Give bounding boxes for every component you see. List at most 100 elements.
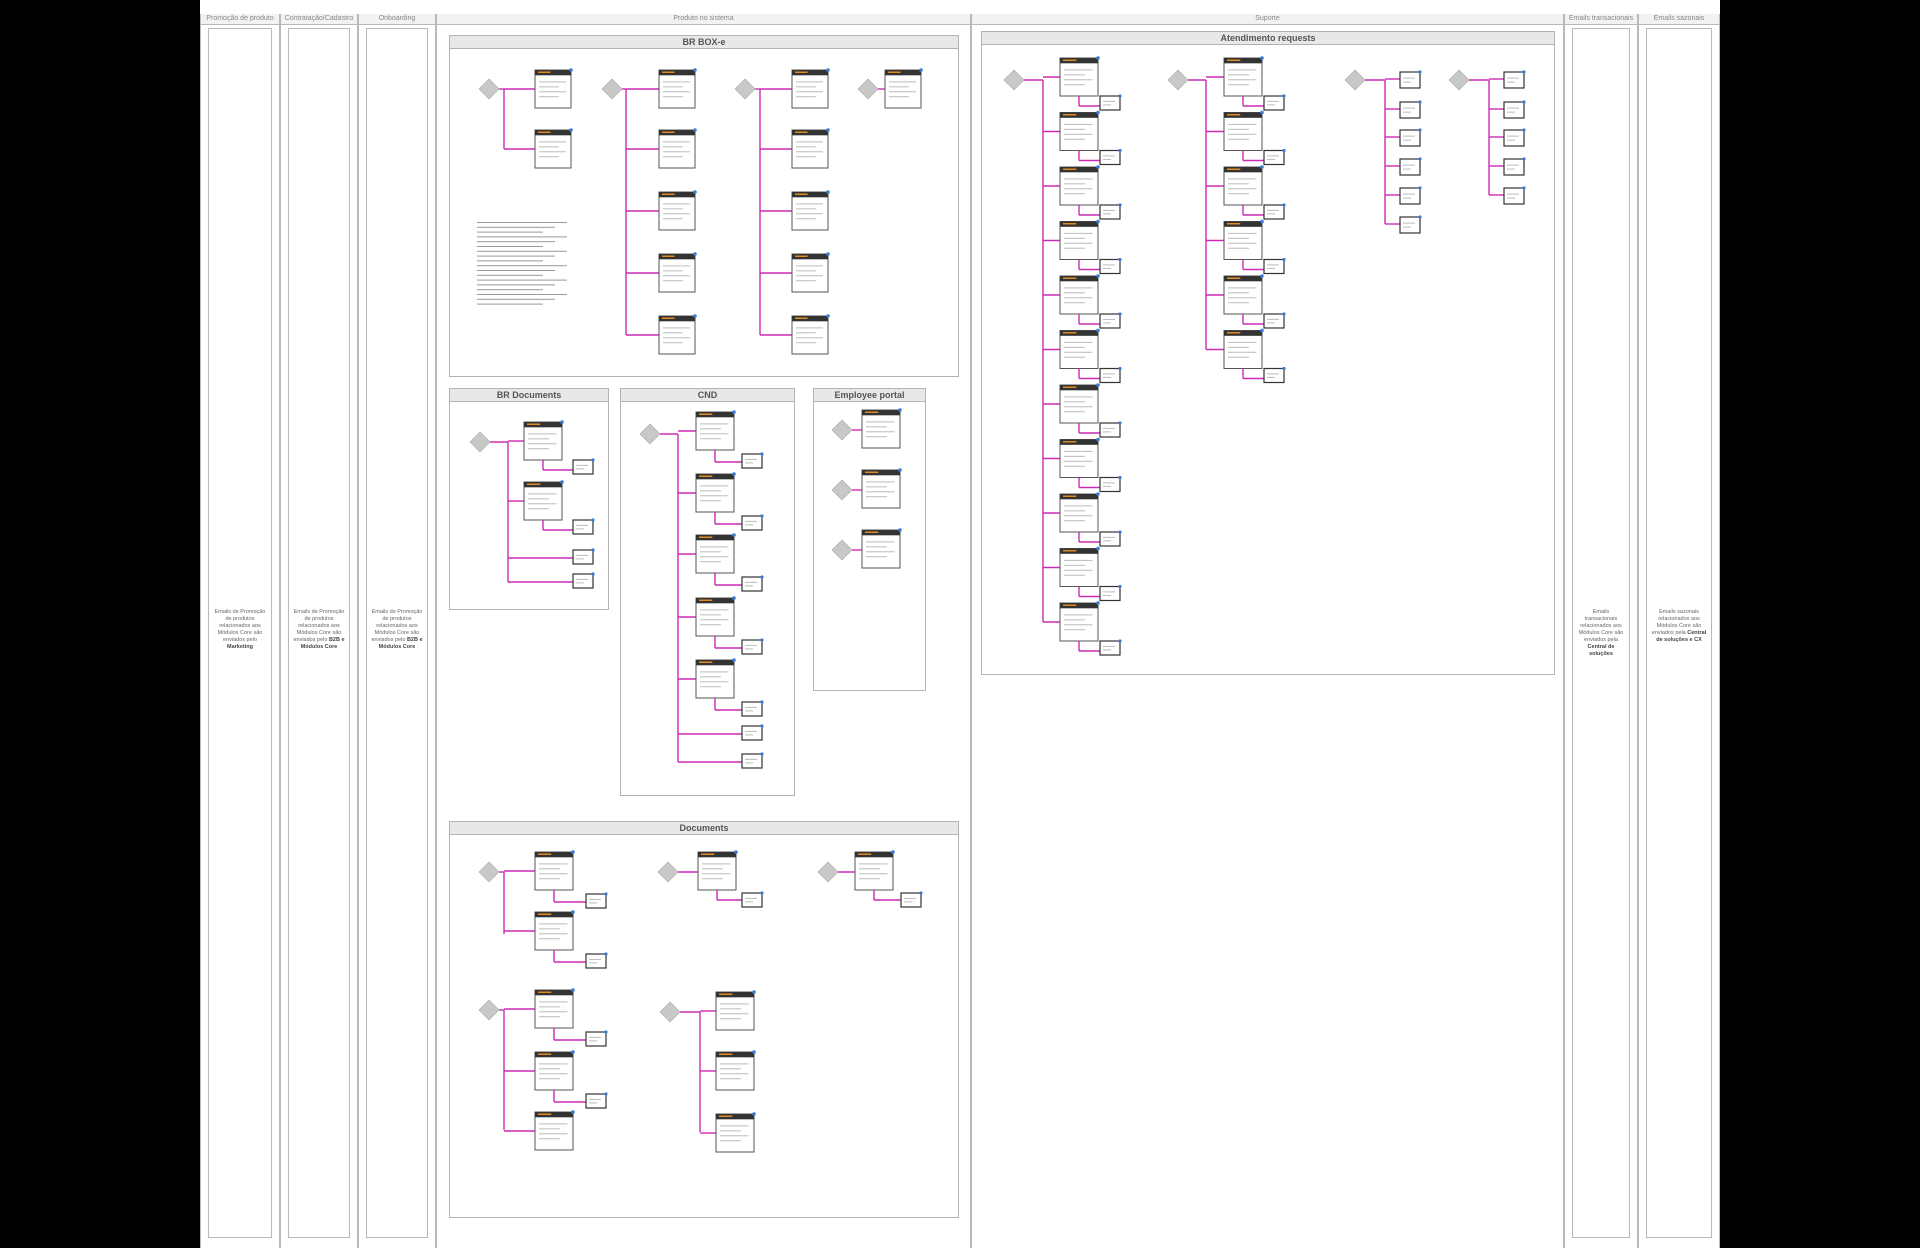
sub-card-line	[1103, 645, 1115, 647]
email-card	[1223, 330, 1263, 369]
email-card-dot	[891, 850, 895, 854]
email-card	[1059, 384, 1099, 424]
email-card-dot	[826, 190, 830, 194]
email-card-brand	[538, 1113, 552, 1115]
sub-card-line	[745, 458, 757, 460]
sub-card	[1099, 204, 1121, 220]
sub-card-dot	[1522, 186, 1526, 190]
sub-card	[572, 459, 594, 475]
email-card-brand	[662, 71, 675, 73]
email-card-dot	[1260, 219, 1264, 224]
email-card-text-line	[663, 213, 690, 215]
email-card	[534, 989, 574, 1029]
email-card-text-line	[1064, 341, 1093, 343]
email-card-text-line	[866, 491, 895, 493]
email-card-text-line	[702, 863, 731, 865]
lane-note: Emails de Promoção de produtos relaciona…	[371, 609, 423, 650]
email-card-dot	[1096, 56, 1100, 60]
trigger-diamond	[857, 78, 879, 100]
email-card-dot	[826, 128, 830, 132]
email-card-text-line	[539, 96, 559, 98]
email-card-text-line	[539, 868, 560, 870]
email-card-text-line	[539, 151, 566, 153]
email-card-text-line	[539, 938, 560, 940]
email-card-text-line	[1228, 123, 1257, 125]
email-card-header	[792, 254, 828, 260]
trigger-diamond	[659, 1001, 681, 1023]
email-card-dot	[569, 128, 573, 132]
email-card-text-line	[1064, 510, 1085, 512]
sub-card	[572, 573, 594, 589]
sub-card-line	[1267, 322, 1275, 324]
sub-card-dot	[604, 1092, 608, 1096]
email-card-text-line	[1064, 237, 1085, 239]
lane-header: Suporte	[972, 14, 1563, 25]
email-card-text-line	[720, 1073, 749, 1075]
email-card-text-line	[1064, 356, 1085, 358]
sub-card-line	[576, 468, 584, 470]
email-card-text-line	[796, 203, 823, 205]
sub-card-line	[1103, 594, 1111, 596]
sub-card-line	[745, 585, 753, 587]
email-card-text-line	[663, 96, 683, 98]
email-card	[1059, 548, 1099, 587]
email-card-brand	[1063, 168, 1077, 170]
sub-card-dot	[760, 724, 764, 728]
sub-card-line	[576, 582, 584, 584]
email-card-dot	[732, 472, 736, 476]
email-card-text-line	[700, 609, 729, 611]
sub-card-line	[1103, 540, 1111, 542]
email-card	[697, 851, 737, 891]
email-card-text-line	[1228, 341, 1257, 343]
email-card-text-line	[1228, 297, 1257, 299]
email-card-text-line	[1064, 74, 1085, 76]
sub-card	[1263, 367, 1285, 384]
sub-card	[1503, 71, 1525, 89]
email-card-text-line	[1228, 242, 1257, 244]
email-card-text-line	[796, 156, 816, 158]
sub-card-line	[1103, 155, 1115, 157]
sub-card-dot	[1282, 203, 1286, 207]
sub-card	[1503, 158, 1525, 176]
email-card-dot	[1096, 219, 1100, 224]
email-card-text-line	[663, 270, 683, 272]
email-card-text-line	[796, 151, 823, 153]
email-card-text-line	[1228, 302, 1249, 304]
email-card-text-line	[539, 1128, 560, 1130]
email-card-header	[1060, 603, 1098, 609]
trigger-diamond	[734, 78, 756, 100]
email-card-brand	[662, 193, 675, 195]
sub-card-line	[589, 1102, 597, 1104]
email-card-text-line	[866, 486, 887, 488]
email-card-header	[1224, 58, 1262, 64]
sub-card	[585, 1031, 607, 1047]
email-card-text-line	[1064, 292, 1085, 294]
email-card-dot	[734, 850, 738, 854]
email-card-header	[1060, 330, 1098, 336]
email-card-text-line	[720, 1125, 749, 1127]
email-card-text-line	[663, 156, 683, 158]
sub-card	[741, 576, 763, 592]
sub-card	[1099, 640, 1121, 656]
email-card-text-line	[796, 141, 823, 143]
trigger-diamond	[478, 999, 500, 1021]
email-card	[1059, 439, 1099, 478]
email-card-text-line	[796, 208, 816, 210]
email-card-header	[1060, 112, 1098, 118]
email-card	[715, 1051, 755, 1091]
email-card	[884, 69, 922, 109]
sub-card-line	[1267, 373, 1279, 375]
lane-header: Onboarding	[359, 14, 435, 25]
trigger-diamond	[1448, 69, 1470, 91]
email-card-header	[716, 992, 754, 998]
email-card-text-line	[539, 933, 568, 935]
sub-card-line	[1403, 139, 1411, 141]
sub-card-line	[1403, 81, 1411, 83]
trigger-diamond	[469, 431, 491, 453]
sub-card-line	[576, 554, 588, 556]
email-card-text-line	[700, 500, 721, 502]
email-card-text-line	[700, 676, 721, 678]
email-card-header	[1060, 385, 1098, 391]
email-card-header	[698, 852, 736, 858]
sub-card-line	[1403, 193, 1415, 195]
